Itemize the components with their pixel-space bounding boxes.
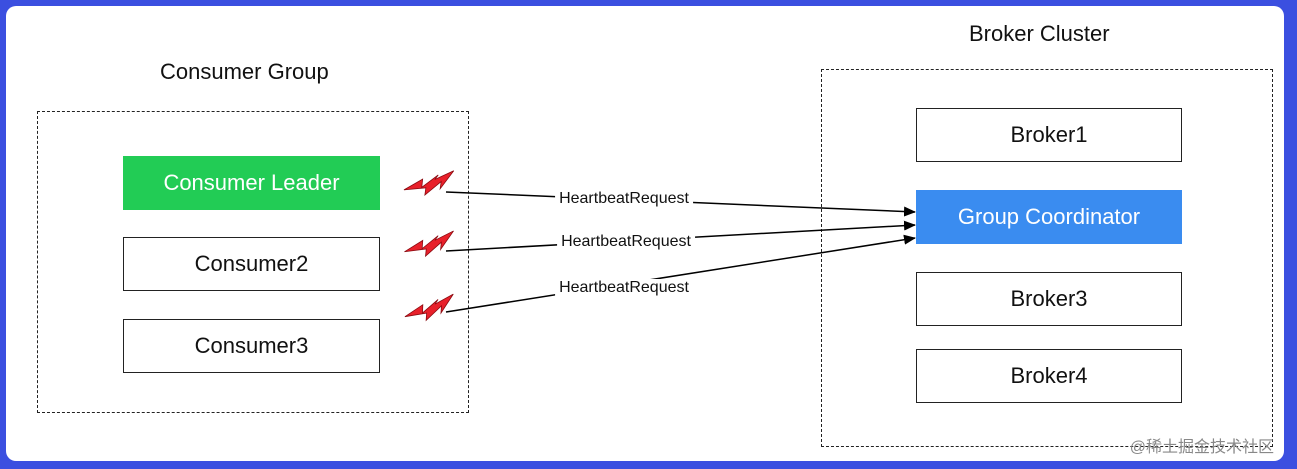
lightning-icon [403,170,455,196]
lightning-icon [404,293,454,322]
lightning-icon [404,230,454,258]
diagram-canvas: Consumer Group Consumer Leader Consumer2… [6,6,1284,461]
consumer-group-container [37,111,469,413]
edge-label-3: HeartbeatRequest [555,279,693,297]
consumer2-node: Consumer2 [123,237,380,291]
watermark: @稀土掘金技术社区 [1129,439,1274,456]
edge-label-2: HeartbeatRequest [557,233,695,251]
broker-cluster-title: Broker Cluster [969,21,1110,46]
edge-arrow-3 [445,234,916,313]
consumer-leader-node: Consumer Leader [123,156,380,210]
broker3-node: Broker3 [916,272,1182,326]
consumer3-node: Consumer3 [123,319,380,373]
consumer-group-title: Consumer Group [160,59,329,84]
group-coordinator-node: Group Coordinator [916,190,1182,244]
broker-cluster-container [821,69,1273,447]
broker4-node: Broker4 [916,349,1182,403]
edge-label-1: HeartbeatRequest [555,190,693,208]
broker1-node: Broker1 [916,108,1182,162]
